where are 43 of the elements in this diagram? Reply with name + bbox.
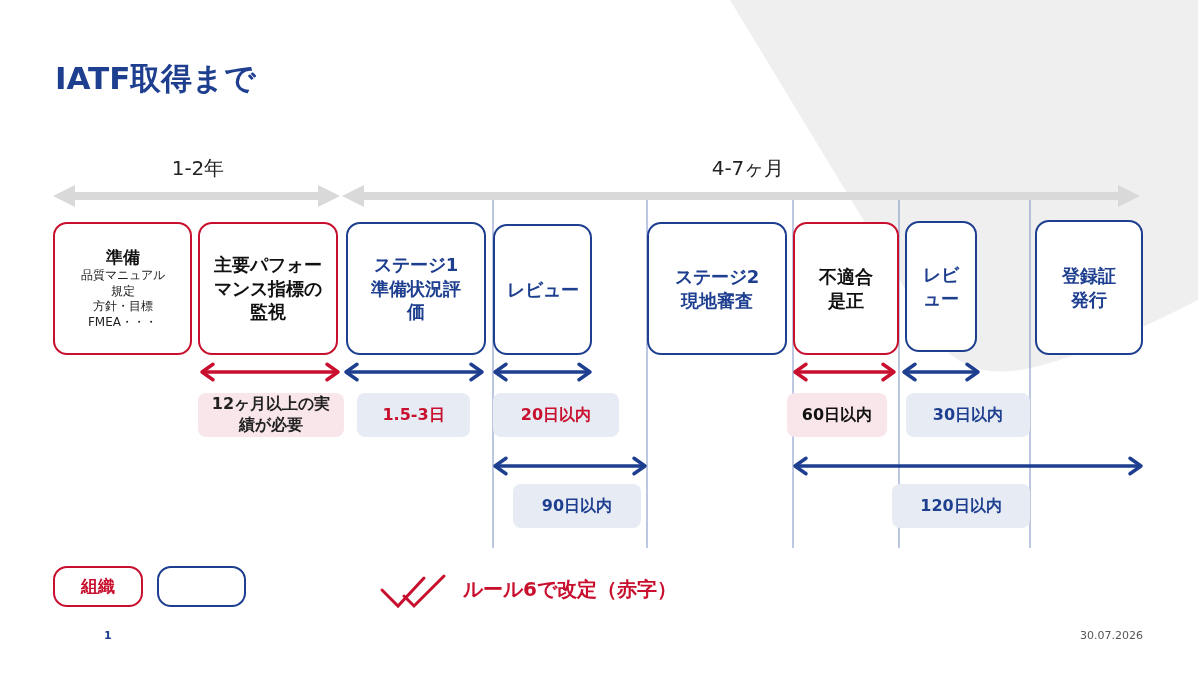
process-box [198,222,338,355]
process-box [53,222,192,355]
process-box [493,224,592,355]
box-subtext: FMEA・・・ [87,314,157,331]
box-text: ステージ2現地審査 [673,265,761,312]
box-text: 登録証発行 [1061,264,1117,311]
box-text: 主要パフォーマンス指標の監視 [213,253,323,324]
process-box [647,222,787,355]
duration-chip [357,393,470,437]
duration-chip [892,484,1030,528]
box-text: 組織 [81,575,115,598]
note-text: ルール6で改定（赤字） [463,576,677,603]
process-box [793,222,899,355]
box-text: レビュー [922,263,961,310]
box-text: 30日以内 [932,404,1004,426]
box-text: レビュー [506,277,579,302]
box-text: 20日以内 [520,404,592,426]
title: IATF取得まで [55,59,257,98]
box-text: 不適合是正 [818,265,874,312]
process-box [905,221,977,352]
duration-chip [198,393,344,437]
process-box [346,222,486,355]
process-box [1035,220,1143,355]
period-label: 4-7ヶ月 [711,155,785,182]
duration-chip [787,393,887,437]
box-text: 90日以内 [541,495,613,517]
duration-chip [906,393,1030,437]
box-subtext: 規定 [110,283,135,300]
box-text: 120日以内 [920,495,1002,517]
duration-chip [513,484,641,528]
duration-chip [493,393,619,437]
box-text: ステージ1準備状況評価 [370,253,462,324]
legend-box [53,566,143,607]
period-label: 1-2年 [171,155,225,182]
box-text: 1.5-3日 [382,404,445,426]
box-text: 準備 [105,246,140,269]
box-text: 12ヶ月以上の実績が必要 [210,394,332,436]
page-number: 1 [104,629,112,642]
date-text: 30.07.2026 [1080,629,1143,642]
box-subtext: 方針・目標 [92,299,153,315]
box-subtext: 品質マニュアル [80,268,165,284]
box-text: 60日以内 [801,404,873,426]
legend-box [157,566,246,607]
